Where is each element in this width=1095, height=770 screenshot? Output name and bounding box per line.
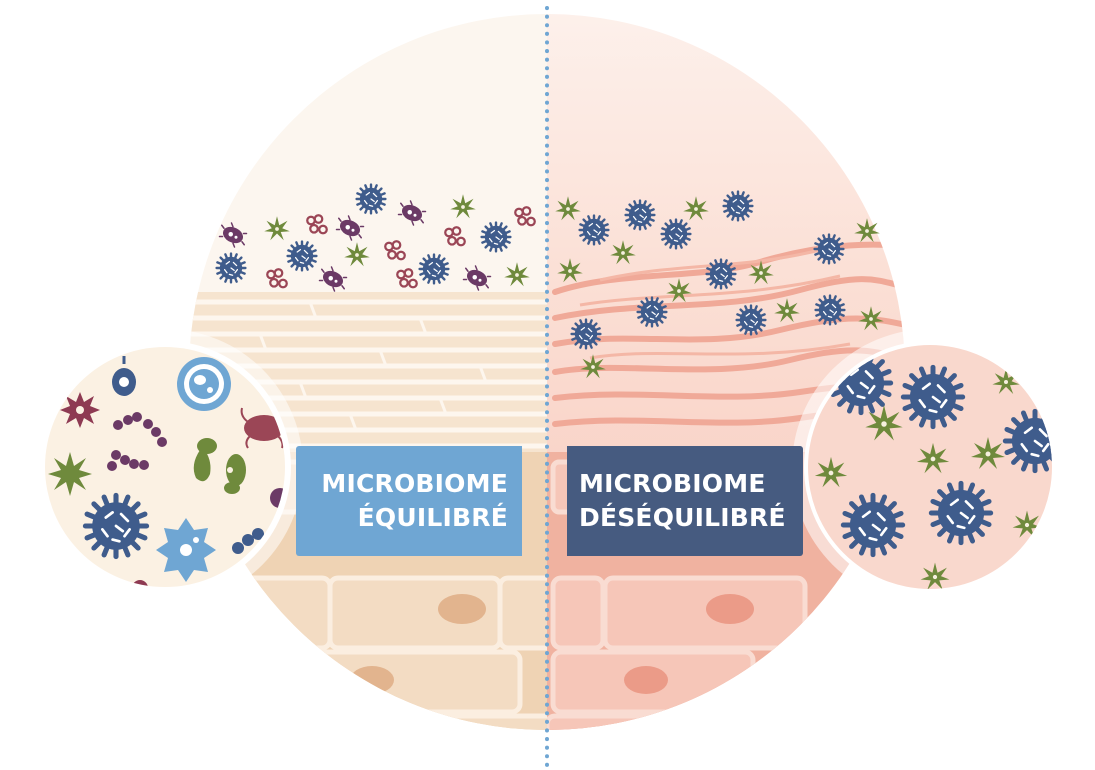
cocci-icon	[816, 296, 845, 325]
cocci-icon	[662, 220, 691, 249]
cocci-icon	[737, 306, 766, 335]
skin-cross-section	[180, 0, 930, 770]
cocci-icon	[580, 216, 609, 245]
cocci-icon	[626, 201, 655, 230]
cocci-icon	[903, 367, 962, 426]
unbalanced-label-line1: MICROBIOME	[579, 467, 803, 501]
cocci-icon	[357, 185, 386, 214]
cocci-icon	[931, 483, 990, 542]
spore-icon	[177, 357, 231, 411]
cocci-icon	[724, 192, 753, 221]
balanced-label-line1: MICROBIOME	[296, 467, 508, 501]
cocci-icon	[482, 223, 511, 252]
cocci-icon	[843, 495, 902, 554]
star-microbe-icon	[48, 452, 92, 496]
cocci-icon	[572, 320, 601, 349]
cocci-icon	[217, 254, 246, 283]
cocci-icon	[638, 298, 667, 327]
cocci-icon	[815, 235, 844, 264]
cocci-icon	[420, 255, 449, 284]
unbalanced-zoom-circle	[792, 329, 1068, 605]
balanced-label-line2: ÉQUILIBRÉ	[296, 501, 508, 535]
cocci-icon	[288, 242, 317, 271]
cocci-icon	[85, 495, 146, 556]
unbalanced-label-line2: DÉSÉQUILIBRÉ	[579, 501, 803, 535]
balanced-zoom-circle	[27, 329, 303, 605]
balanced-microbiome-label: MICROBIOME ÉQUILIBRÉ	[296, 446, 522, 556]
cocci-icon	[707, 260, 736, 289]
unbalanced-microbiome-label: MICROBIOME DÉSÉQUILIBRÉ	[567, 446, 803, 556]
